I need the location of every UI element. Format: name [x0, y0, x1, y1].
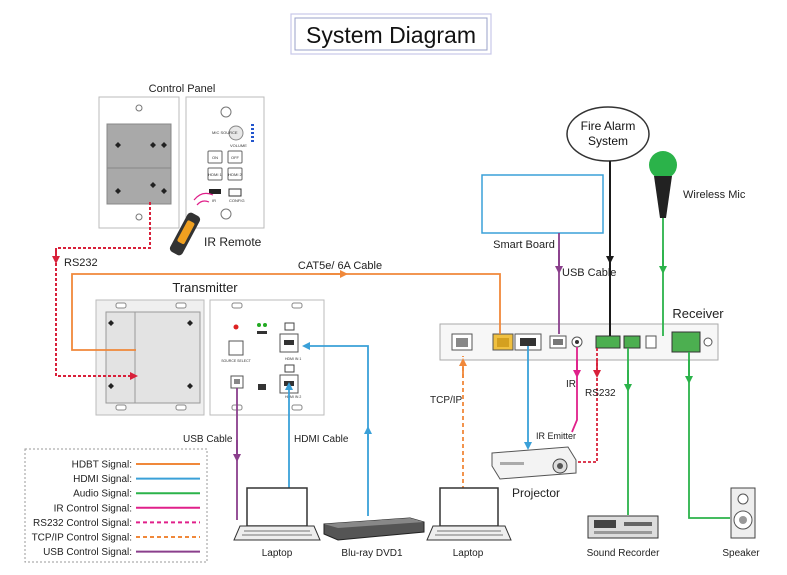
- control-panel-back: [98, 96, 180, 229]
- tcpip-label: TCP/IP: [430, 395, 463, 406]
- projector-label: Projector: [512, 486, 560, 500]
- volume-label: VOLUME: [230, 143, 247, 148]
- ir-label: IR: [566, 379, 576, 390]
- fire-alarm-ellipse: [566, 106, 650, 162]
- sound-recorder-label: Sound Recorder: [587, 548, 660, 559]
- bluray-label: Blu-ray DVD1: [341, 548, 403, 559]
- rs232-left-label: RS232: [64, 257, 98, 269]
- source-select-label: SOURCE SELECT: [221, 359, 251, 363]
- projector-icon: [491, 446, 577, 480]
- laptop-right-label: Laptop: [453, 548, 484, 559]
- diagram-title: System Diagram: [306, 22, 476, 48]
- laptop-left-icon: [233, 487, 321, 541]
- rs232-cable-right: [578, 348, 598, 463]
- cat5e-cable: [71, 273, 501, 351]
- ir-remote-label: IR Remote: [204, 235, 262, 249]
- hdmi-in1-label: HDMI IN 1: [285, 357, 301, 361]
- control-panel-front: MIC SOURCE VOLUME ON OFF HDMI 1 HDMI 2 I…: [185, 96, 265, 229]
- ir-port-label: IR: [212, 198, 216, 203]
- hdmi-in2-label: HDMI IN 2: [285, 395, 301, 399]
- legend-label: Audio Signal:: [73, 489, 132, 500]
- fire-alarm-label-line1: Fire Alarm: [581, 119, 636, 133]
- on-key-label: ON: [212, 155, 218, 160]
- bluray-icon: [323, 517, 425, 541]
- title-box: System Diagram: [290, 13, 492, 55]
- fire-alarm-label-line2: System: [588, 134, 628, 148]
- wireless-mic-label: Wireless Mic: [683, 189, 746, 201]
- transmitter-back: [95, 299, 205, 416]
- transmitter-front: SOURCE SELECT HDMI IN 1 HDMI IN 2: [209, 299, 325, 416]
- off-key-label: OFF: [231, 155, 240, 160]
- laptop-left-label: Laptop: [262, 548, 293, 559]
- usb-cable-bottom-label: USB Cable: [183, 434, 233, 445]
- legend-label: RS232 Control Signal:: [33, 518, 132, 529]
- speaker-icon: [730, 487, 756, 539]
- wireless-mic-icon: [649, 151, 677, 218]
- legend-label: HDMI Signal:: [73, 474, 132, 485]
- speaker-label: Speaker: [722, 548, 760, 559]
- legend-box: HDBT Signal: HDMI Signal: Audio Signal: IR …: [24, 448, 208, 563]
- hdmi-cable-label: HDMI Cable: [294, 434, 349, 445]
- config-port-label: CONFIG: [229, 198, 245, 203]
- receiver-label: Receiver: [672, 306, 724, 321]
- legend-label: TCP/IP Control Signal:: [32, 533, 132, 544]
- smart-board-label: Smart Board: [493, 239, 555, 251]
- hdmi-cable-bluray-upper: [302, 342, 369, 430]
- laptop-right-icon: [426, 487, 512, 541]
- receiver-unit: [439, 323, 719, 361]
- ir-emitter-label: IR Emitter: [536, 431, 576, 441]
- speaker-audio-cable: [688, 352, 730, 519]
- smart-board-screen: [481, 174, 604, 234]
- cat5e-label: CAT5e/ 6A Cable: [298, 260, 382, 272]
- rs232-right-label: RS232: [585, 388, 616, 399]
- sound-recorder-icon: [587, 515, 659, 539]
- usb-cable-top-label: USB Cable: [562, 267, 616, 279]
- transmitter-label: Transmitter: [172, 280, 238, 295]
- control-panel-label: Control Panel: [149, 83, 216, 95]
- legend-label: IR Control Signal:: [54, 503, 132, 514]
- mic-source-label: MIC SOURCE: [212, 130, 238, 135]
- hdmi1-key-label: HDMI 1: [208, 172, 222, 177]
- hdmi2-key-label: HDMI 2: [228, 172, 242, 177]
- legend-label: HDBT Signal:: [72, 460, 132, 471]
- ir-remote-icon: [169, 192, 214, 256]
- legend-label: USB Control Signal:: [43, 547, 132, 558]
